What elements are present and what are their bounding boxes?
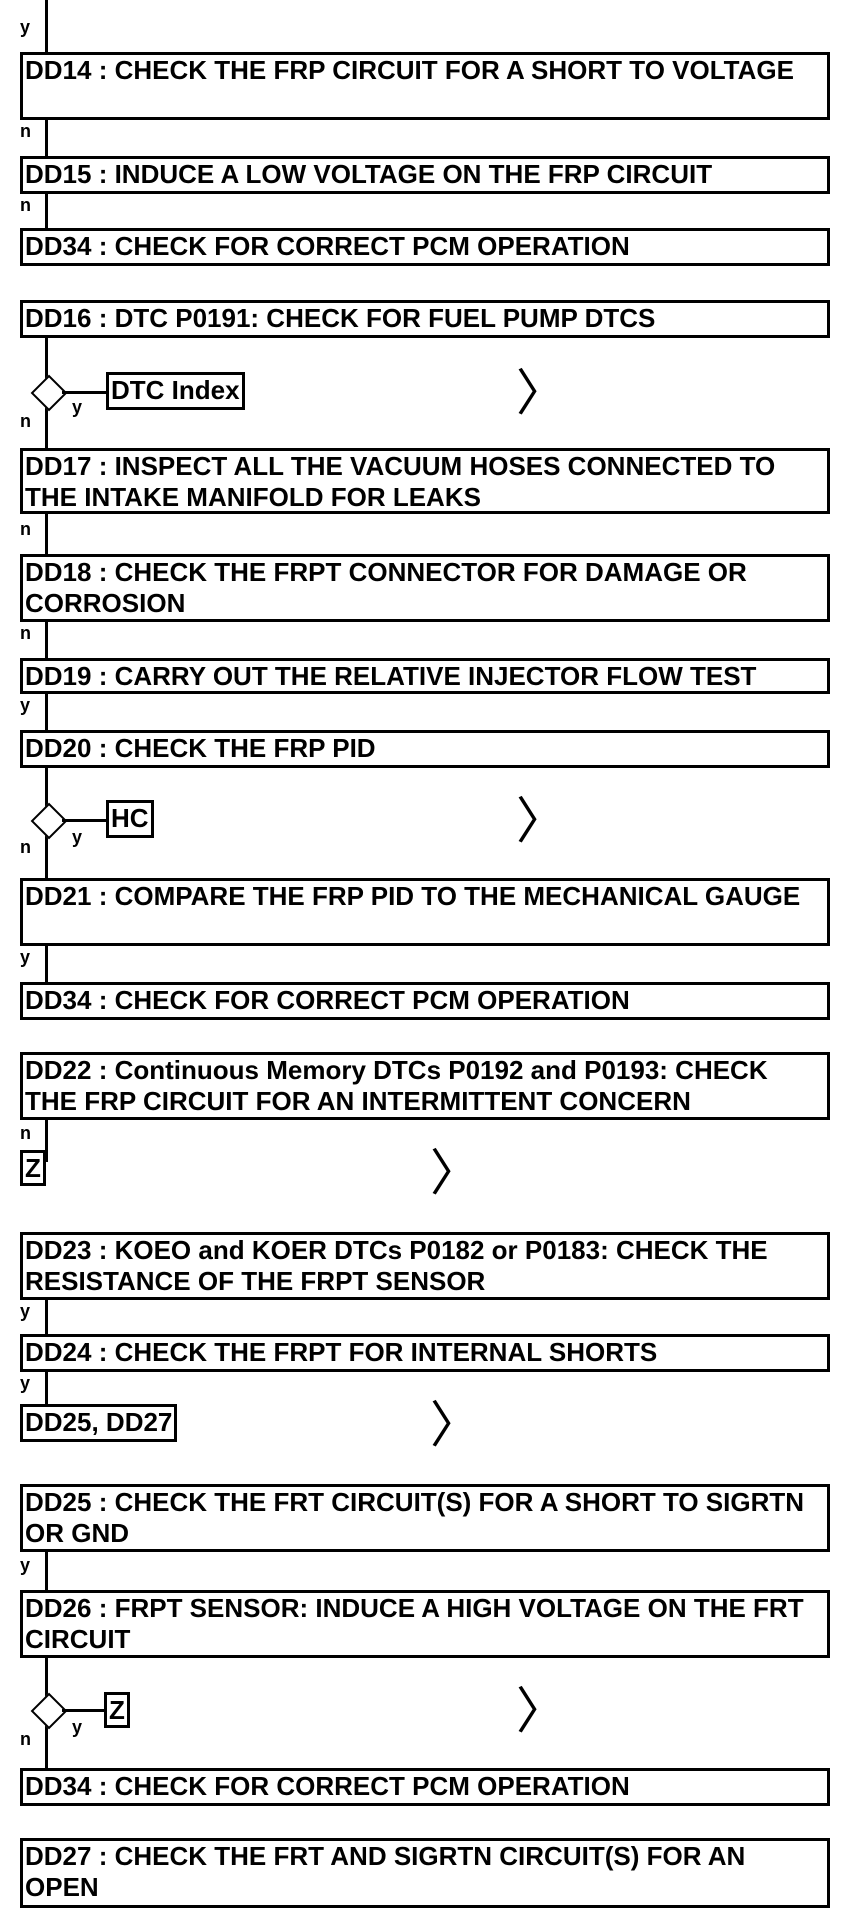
step-dd26[interactable]: DD26 : FRPT SENSOR: INDUCE A HIGH VOLTAG… <box>20 1590 830 1658</box>
branch-line <box>62 819 108 822</box>
link-dd25-dd27[interactable]: DD25, DD27 <box>20 1404 178 1442</box>
connector-line <box>45 0 48 52</box>
step-dd19[interactable]: DD19 : CARRY OUT THE RELATIVE INJECTOR F… <box>20 658 830 694</box>
no-label: n <box>20 121 31 141</box>
connector-line <box>45 1120 48 1162</box>
link-hc[interactable]: HC <box>106 800 154 838</box>
chevron-right-icon: 〉 <box>516 1682 566 1740</box>
step-dd34-a[interactable]: DD34 : CHECK FOR CORRECT PCM OPERATION <box>20 228 830 266</box>
step-dd34-c[interactable]: DD34 : CHECK FOR CORRECT PCM OPERATION <box>20 1768 830 1806</box>
step-dd23[interactable]: DD23 : KOEO and KOER DTCs P0182 or P0183… <box>20 1232 830 1300</box>
connector-line <box>45 1300 48 1334</box>
connector-line <box>45 120 48 156</box>
no-label: n <box>20 1729 31 1749</box>
no-label: n <box>20 1123 31 1143</box>
branch-line <box>62 1709 106 1712</box>
no-label: n <box>20 519 31 539</box>
step-dd22[interactable]: DD22 : Continuous Memory DTCs P0192 and … <box>20 1052 830 1120</box>
yes-label: y <box>72 827 83 847</box>
yes-label: y <box>72 1717 83 1737</box>
connector-line <box>45 1552 48 1590</box>
chevron-right-icon: 〉 <box>516 792 566 850</box>
link-dtc-index[interactable]: DTC Index <box>106 372 245 410</box>
yes-label: y <box>20 1301 31 1321</box>
step-dd14[interactable]: DD14 : CHECK THE FRP CIRCUIT FOR A SHORT… <box>20 52 830 120</box>
no-label: n <box>20 411 31 431</box>
step-dd34-b[interactable]: DD34 : CHECK FOR CORRECT PCM OPERATION <box>20 982 830 1020</box>
step-dd16[interactable]: DD16 : DTC P0191: CHECK FOR FUEL PUMP DT… <box>20 300 830 338</box>
step-dd21[interactable]: DD21 : COMPARE THE FRP PID TO THE MECHAN… <box>20 878 830 946</box>
no-label: n <box>20 837 31 857</box>
chevron-right-icon: 〉 <box>430 1144 480 1202</box>
step-dd18[interactable]: DD18 : CHECK THE FRPT CONNECTOR FOR DAMA… <box>20 554 830 622</box>
link-z[interactable]: Z <box>20 1150 46 1186</box>
yes-label: y <box>20 17 31 37</box>
connector-line <box>45 514 48 554</box>
connector-line <box>45 1372 48 1406</box>
no-label: n <box>20 623 31 643</box>
yes-label: y <box>20 947 31 967</box>
yes-label: y <box>72 397 83 417</box>
link-z[interactable]: Z <box>104 1692 130 1728</box>
branch-line <box>62 391 108 394</box>
connector-line <box>45 622 48 658</box>
no-label: n <box>20 195 31 215</box>
step-dd17[interactable]: DD17 : INSPECT ALL THE VACUUM HOSES CONN… <box>20 448 830 514</box>
step-dd20[interactable]: DD20 : CHECK THE FRP PID <box>20 730 830 768</box>
yes-label: y <box>20 695 31 715</box>
chevron-right-icon: 〉 <box>430 1396 480 1454</box>
yes-label: y <box>20 1555 31 1575</box>
connector-line <box>45 194 48 228</box>
connector-line <box>45 694 48 730</box>
step-dd24[interactable]: DD24 : CHECK THE FRPT FOR INTERNAL SHORT… <box>20 1334 830 1372</box>
chevron-right-icon: 〉 <box>516 364 566 422</box>
step-dd25[interactable]: DD25 : CHECK THE FRT CIRCUIT(S) FOR A SH… <box>20 1484 830 1552</box>
step-dd15[interactable]: DD15 : INDUCE A LOW VOLTAGE ON THE FRP C… <box>20 156 830 194</box>
yes-label: y <box>20 1373 31 1393</box>
step-dd27[interactable]: DD27 : CHECK THE FRT AND SIGRTN CIRCUIT(… <box>20 1838 830 1908</box>
connector-line <box>45 946 48 982</box>
